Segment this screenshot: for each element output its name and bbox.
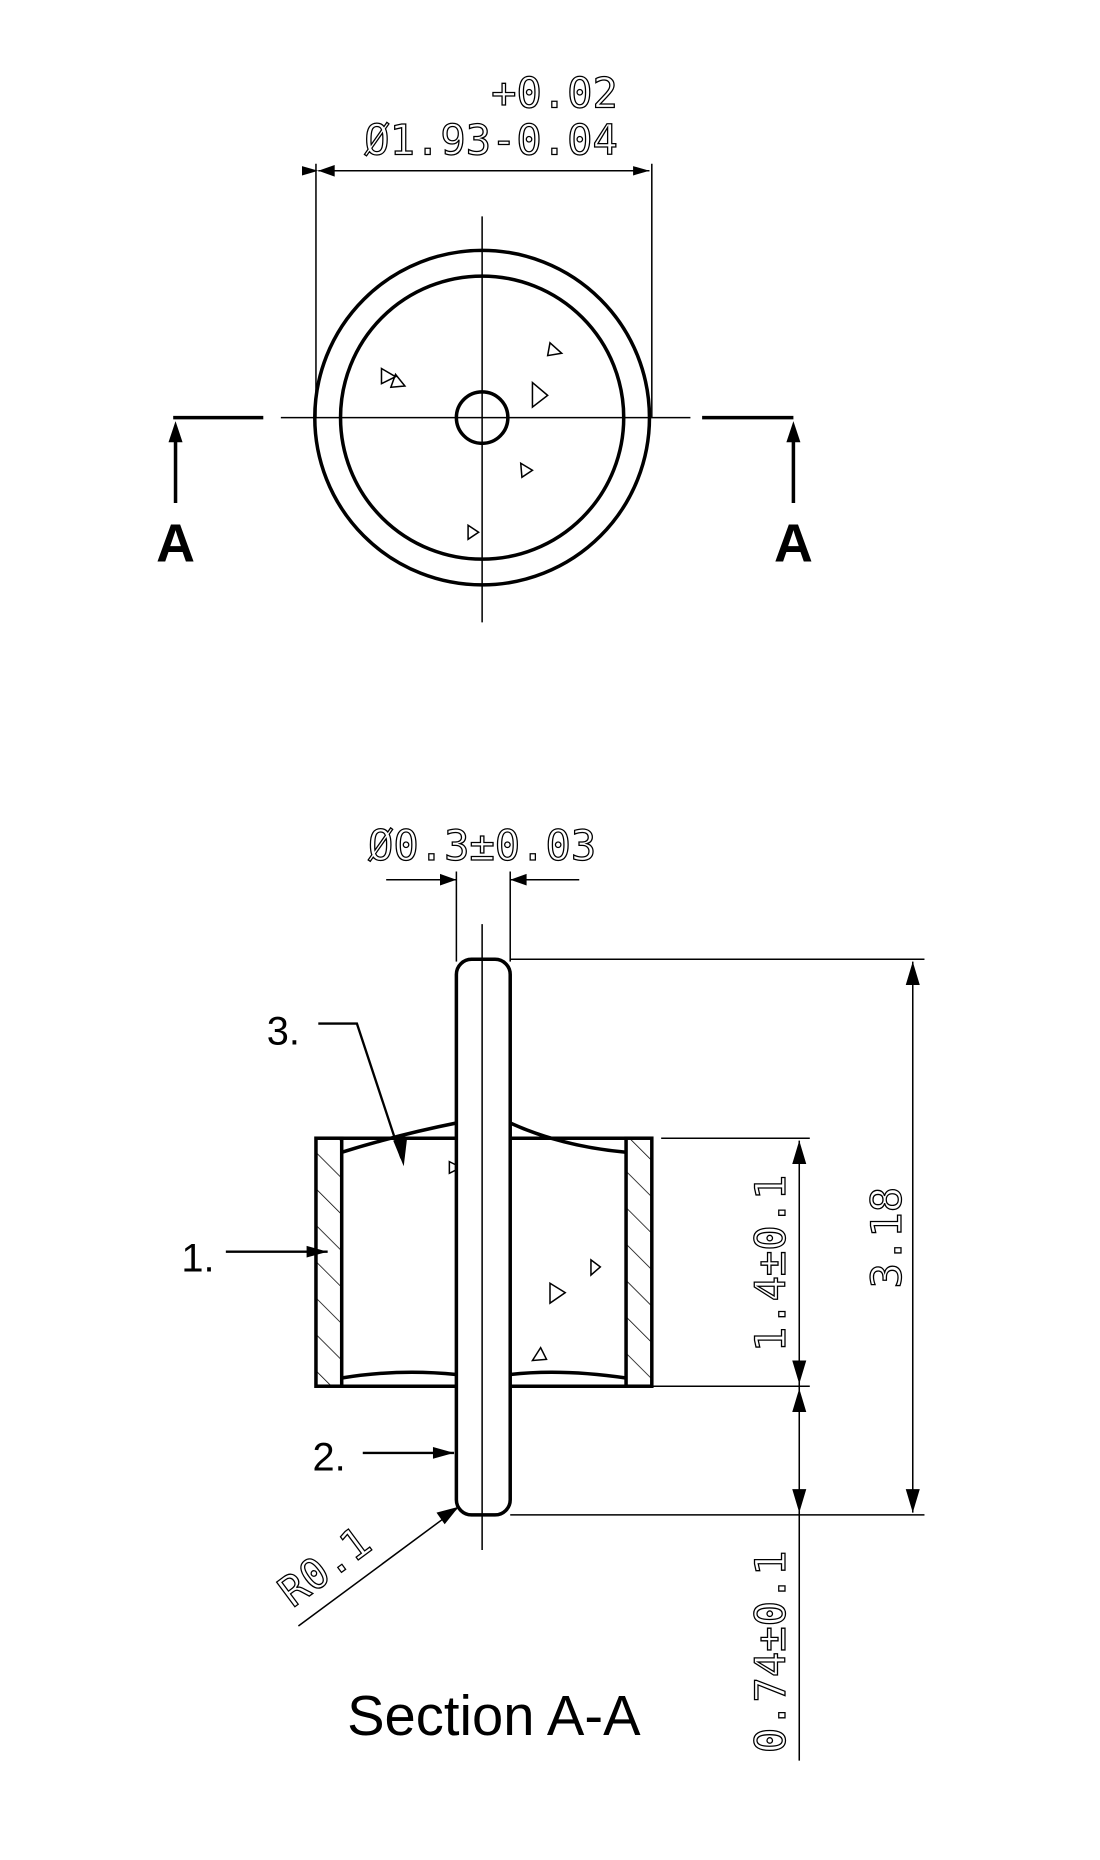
pin xyxy=(454,957,512,1517)
arrowhead xyxy=(432,1447,455,1459)
top-view: Ø1.93-0.04 +0.02 A A xyxy=(156,68,813,623)
arrowhead xyxy=(393,1137,408,1167)
filler-texture xyxy=(380,341,564,541)
pin-diameter-label: Ø0.3±0.03 xyxy=(368,821,596,870)
arrow-up-icon xyxy=(168,421,183,443)
section-marker-left: A xyxy=(156,514,195,574)
filler-bottom-edge xyxy=(341,1370,627,1388)
arrowhead xyxy=(510,873,527,886)
radius-label: R0.1 xyxy=(269,1517,380,1617)
leader-line-3 xyxy=(318,1022,403,1159)
total-height-label: 3.18 xyxy=(862,1187,911,1288)
arrowhead xyxy=(440,873,457,886)
tolerance-upper-label: +0.02 xyxy=(491,69,618,118)
diameter-label: Ø1.93-0.04 xyxy=(364,115,618,164)
sleeve-right xyxy=(624,1136,654,1388)
callout-3: 3. xyxy=(267,1010,300,1054)
callout-1: 1. xyxy=(181,1237,214,1281)
section-view: Ø0.3±0.03 3.18 1.4±0.1 0.74±0.1 3. xyxy=(181,820,925,1761)
body-height-label: 1.4±0.1 xyxy=(746,1175,795,1352)
section-marker-right: A xyxy=(774,514,813,574)
section-title: Section A-A xyxy=(347,1684,641,1747)
pin-protrusion-label: 0.74±0.1 xyxy=(746,1550,795,1753)
arrowhead xyxy=(318,164,335,177)
radius-leader-line xyxy=(297,1508,457,1627)
sleeve-left xyxy=(314,1136,344,1388)
filler-top-edge xyxy=(341,1121,627,1155)
arrow-up-icon xyxy=(786,421,801,443)
arrowhead xyxy=(306,1245,328,1258)
callout-2: 2. xyxy=(312,1435,345,1479)
